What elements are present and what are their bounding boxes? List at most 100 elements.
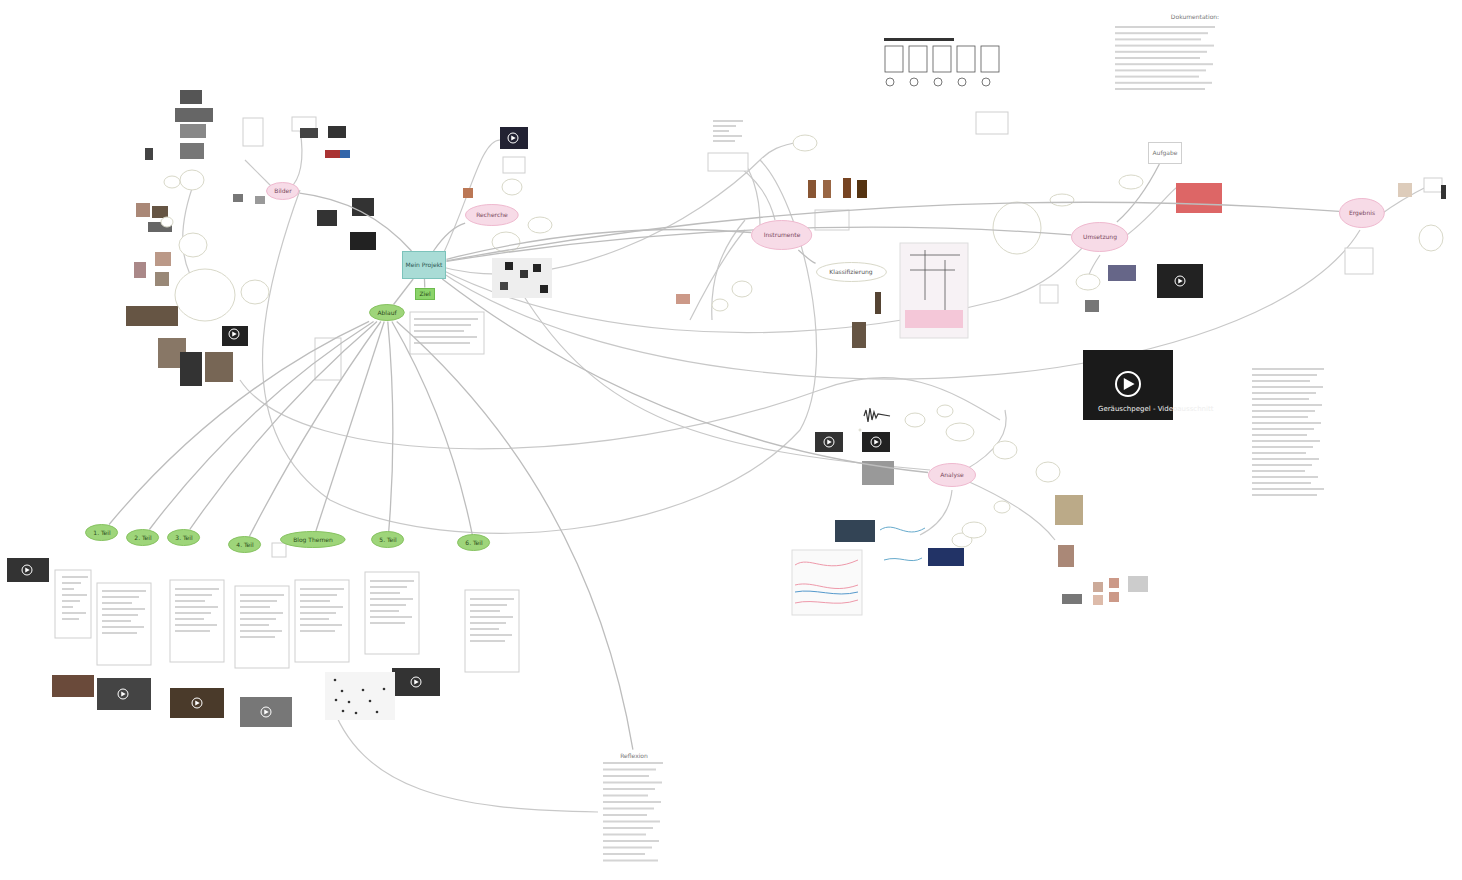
illegible-text-line <box>603 782 662 784</box>
illegible-text-line <box>240 624 269 626</box>
illegible-text-line <box>1115 45 1214 47</box>
illegible-text-line <box>470 628 499 630</box>
topic-oval: Ablauf <box>369 304 405 321</box>
illegible-text-line <box>603 821 660 823</box>
play-icon <box>511 136 516 141</box>
topic-bubble <box>1119 175 1143 189</box>
illegible-text-line <box>713 135 742 137</box>
connector <box>300 193 412 251</box>
image-thumbnail <box>222 326 248 346</box>
topic-box: Ziel <box>415 288 434 301</box>
play-icon <box>118 689 128 699</box>
oval-outline <box>127 530 159 546</box>
content-frame <box>1040 285 1058 303</box>
illegible-text-line <box>603 847 652 849</box>
illegible-text-line <box>102 614 138 616</box>
topic-bubble <box>937 405 953 417</box>
play-icon <box>22 565 32 575</box>
image-thumbnail <box>175 108 213 122</box>
illegible-text-line <box>1115 63 1213 65</box>
play-icon <box>871 437 881 447</box>
image-thumbnail <box>540 285 548 293</box>
sketch-figure <box>886 78 894 86</box>
illegible-text-line <box>1252 494 1317 496</box>
image-thumbnail <box>492 258 552 298</box>
illegible-text-line <box>370 580 414 582</box>
notation-dot <box>383 688 386 691</box>
image-thumbnail <box>1109 592 1119 602</box>
node-text: Ergebnis <box>1349 210 1375 217</box>
image-thumbnail <box>152 206 168 218</box>
topic-bubble <box>502 179 522 195</box>
score-image <box>910 250 960 320</box>
illegible-text-line <box>470 598 514 600</box>
illegible-text-line <box>1115 57 1200 59</box>
loose-connector <box>438 245 1085 333</box>
image-thumbnail <box>7 558 49 582</box>
illegible-text-line <box>300 606 343 608</box>
illegible-text-line <box>1115 82 1212 84</box>
image-thumbnail <box>843 178 851 198</box>
illegible-text-line <box>62 600 80 602</box>
topic-bubble <box>993 441 1017 459</box>
illegible-text-line <box>1252 416 1308 418</box>
content-frame <box>272 543 286 557</box>
image-thumbnail <box>1093 582 1103 592</box>
illegible-text-line <box>1252 428 1314 430</box>
illegible-text-line <box>1252 398 1309 400</box>
notation-dot <box>342 710 345 713</box>
sketch-figure <box>934 78 942 86</box>
oval-outline <box>281 532 346 548</box>
image-thumbnail <box>300 128 318 138</box>
play-icon <box>264 710 269 715</box>
oval-outline <box>370 305 405 321</box>
illegible-text-line <box>1252 446 1313 448</box>
play-icon <box>229 329 239 339</box>
topic-oval: 5. Teil <box>371 531 404 548</box>
play-icon <box>121 692 126 697</box>
illegible-text-line <box>102 626 144 628</box>
illegible-text-line <box>370 598 413 600</box>
illegible-text-line <box>300 600 330 602</box>
node-text: 6. Teil <box>465 540 482 547</box>
node-text: Blog Themen <box>293 537 333 544</box>
image-thumbnail <box>352 198 374 216</box>
illegible-text-line <box>175 612 211 614</box>
topic-bubble <box>905 413 925 427</box>
image-thumbnail <box>875 292 881 314</box>
image-thumbnail <box>857 180 867 198</box>
illegible-text-line <box>62 576 88 578</box>
illegible-text-line <box>240 606 270 608</box>
topic-oval: 2. Teil <box>126 529 159 546</box>
notation-dot <box>362 689 365 692</box>
chart-image <box>795 560 858 603</box>
image-thumbnail <box>317 210 337 226</box>
sketch-figure <box>885 46 903 72</box>
image-thumbnail <box>1085 300 1099 312</box>
illegible-text-line <box>175 606 218 608</box>
node-text: Dokumentation: <box>1171 14 1219 21</box>
illegible-text-line <box>102 620 131 622</box>
connector <box>397 322 633 750</box>
illegible-text-line <box>1115 69 1206 71</box>
illegible-text-line <box>1252 368 1324 370</box>
illegible-text-line <box>470 616 513 618</box>
content-frame <box>243 118 263 146</box>
image-thumbnail <box>145 148 153 160</box>
image-thumbnail <box>835 520 875 542</box>
image-thumbnail <box>392 668 440 696</box>
illegible-text-line <box>713 120 743 122</box>
illegible-text-line <box>62 612 86 614</box>
connector <box>388 322 393 532</box>
node-text: Ziel <box>419 291 430 298</box>
image-thumbnail <box>1128 576 1148 592</box>
illegible-text-line <box>300 588 344 590</box>
topic-bubble <box>946 423 974 441</box>
node-text: Analyse <box>940 472 964 479</box>
play-icon <box>874 440 879 445</box>
illegible-text-line <box>1252 452 1306 454</box>
image-thumbnail <box>97 678 151 710</box>
illegible-text-line <box>414 336 477 338</box>
